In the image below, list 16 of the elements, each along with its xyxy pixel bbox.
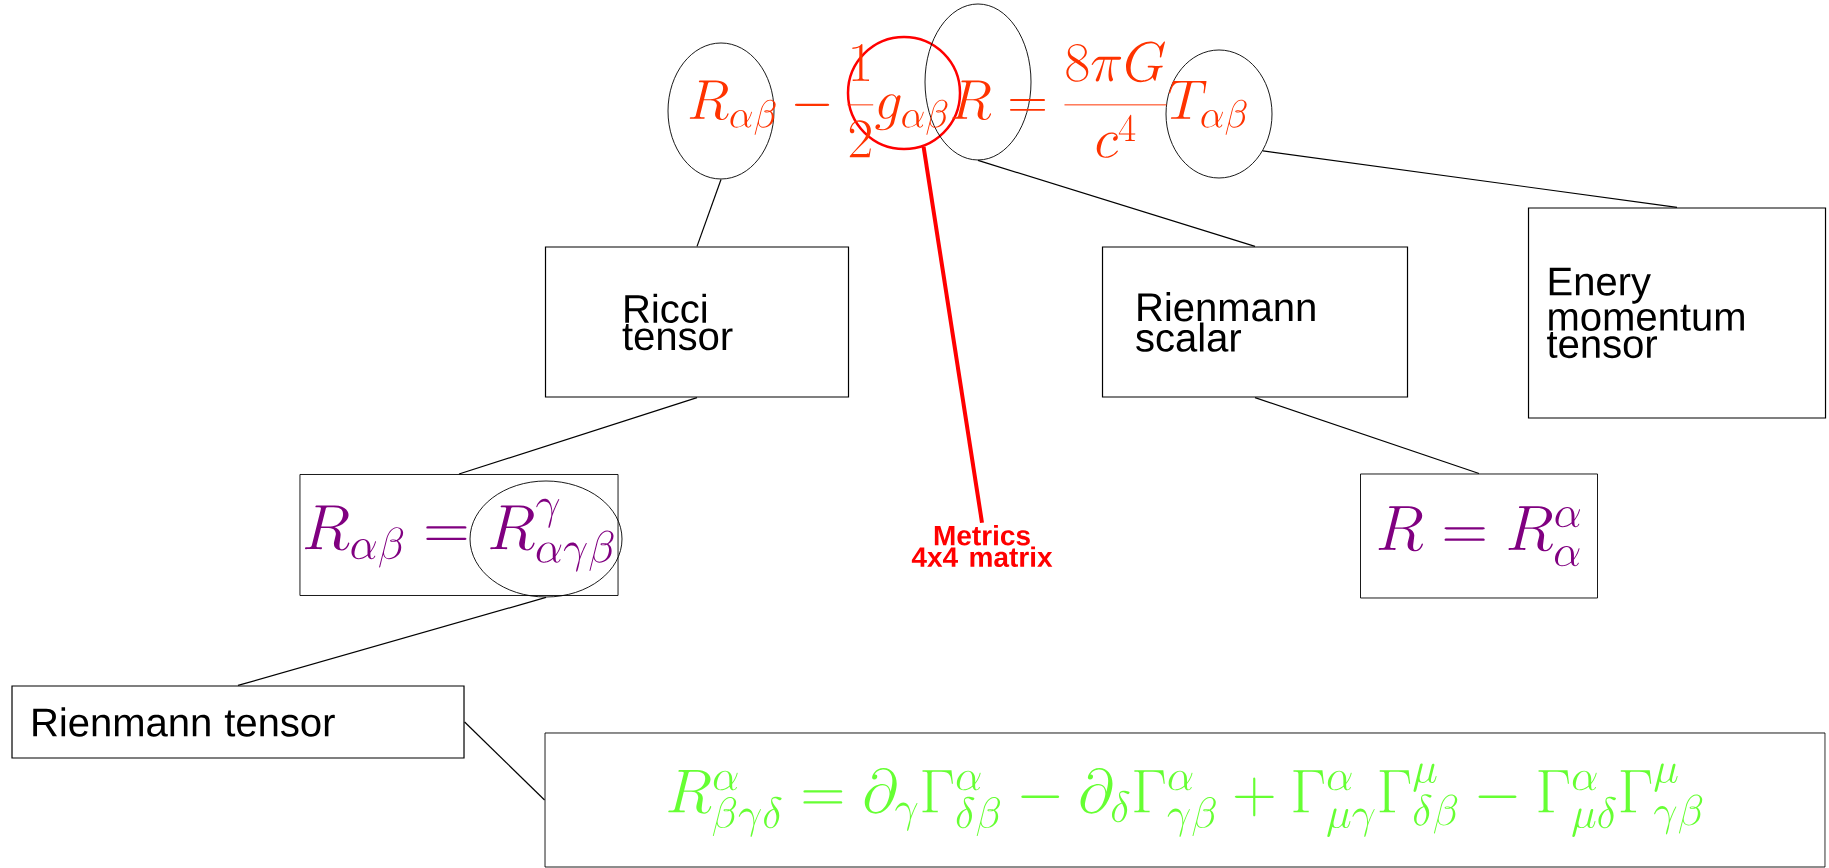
leader-line: [1254, 397, 1480, 475]
leader-line: [696, 178, 722, 247]
formula-box: $R^{\alpha}_{\beta\gamma\delta} = \partial_{\gamma}\Gamma^{\alpha}_{\delta\beta} - \partial_{\delta}\Gamma^{\alpha}_{\gamma\beta} + \Gamma^{\alpha}_{\mu\gamma}\Gamma^{\mu}_{\delta\beta} - \Gamma^{\alpha}_{\mu\delta}\Gamma^{\mu}_{\gamma\beta}$: [544, 732, 1826, 868]
text-box: Rienmann tensor: [11, 685, 465, 759]
leader-line: [921, 146, 984, 524]
text-box: Rienmann scalar: [1101, 246, 1409, 398]
leader-line: [977, 159, 1256, 247]
leader-line: [458, 397, 698, 475]
text-box: Ricci tensor: [544, 246, 850, 398]
text-box: Enery momentum tensor: [1527, 207, 1827, 419]
leader-line: [237, 596, 547, 686]
leader-line: [464, 721, 546, 801]
leader-line: [1262, 150, 1678, 208]
formula-box: $R_{\alpha\beta} = R^{\gamma}_{\alpha\gamma\beta}$: [299, 474, 619, 596]
formula-box: $R = R^{\alpha}_{\alpha}$: [1360, 473, 1598, 599]
callout-text: Metrics 4x4 matrix: [911, 524, 1053, 568]
